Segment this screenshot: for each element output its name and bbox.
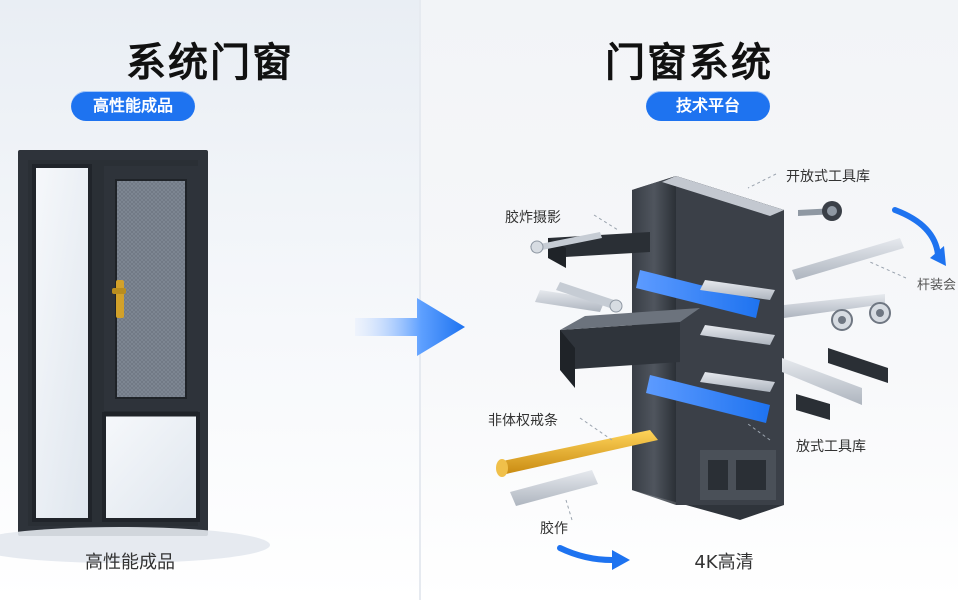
label-bottom-left: 胶作 [540,521,568,537]
label-top-left: 胶炸摄影 [505,210,561,226]
window-illustration [0,150,270,563]
right-caption: 4K高清 [0,548,958,574]
label-mid-left: 非体权戒条 [488,413,558,429]
left-badge: 高性能成品 [71,91,195,121]
transition-arrow [355,298,465,356]
right-caption-text: 4K高清 [694,552,754,573]
label-top-right: 开放式工具库 [786,169,870,185]
label-mid-right: 放式工具库 [796,439,866,455]
left-caption: 高性能成品 [85,552,175,573]
right-title: 门窗系统 [605,40,773,86]
left-title: 系统门窗 [126,40,294,86]
right-badge: 技术平台 [646,91,770,121]
label-right-edge: 杆装会 [917,278,957,293]
